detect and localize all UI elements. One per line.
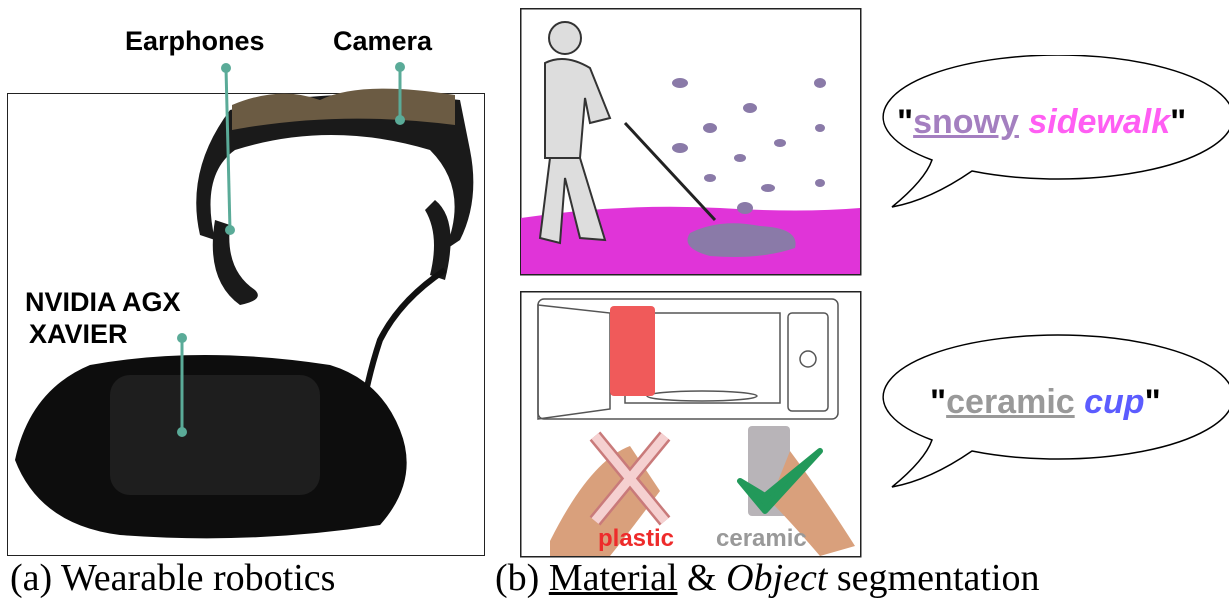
compute-label: NVIDIA AGX XAVIER: [25, 286, 181, 350]
caption-b-amp: &: [677, 557, 727, 599]
close-quote: ": [1170, 103, 1187, 141]
snowy-sidewalk-scene: [520, 8, 862, 276]
caption-b-object: Object: [726, 557, 828, 599]
material-word: ceramic: [946, 383, 1075, 421]
caption-a: (a) Wearable robotics: [10, 557, 336, 599]
snowflakes: [672, 78, 826, 214]
glasses-frame: [196, 94, 474, 250]
caption-b-suffix: segmentation: [827, 557, 1040, 599]
earphones-label: Earphones: [125, 26, 265, 56]
white-cane: [623, 121, 717, 222]
plastic-cup-hand: [550, 306, 671, 556]
ceramic-label: ceramic: [716, 525, 807, 552]
scene1-prompt: "snowy sidewalk": [897, 103, 1186, 142]
compute-label-line1: NVIDIA AGX: [25, 287, 181, 317]
plastic-label: plastic: [598, 525, 675, 552]
compute-label-line2: XAVIER: [29, 319, 128, 349]
ceramic-cup-hand: [737, 426, 855, 556]
earphone-right: [425, 200, 451, 280]
camera-label: Camera: [333, 26, 433, 56]
caption-b-prefix: (b): [495, 557, 549, 599]
microwave-cup-scene: [520, 291, 862, 558]
person-with-cane: [538, 21, 612, 245]
material-word: snowy: [913, 103, 1019, 141]
caption-b-material: Material: [548, 557, 678, 599]
object-word: cup: [1084, 383, 1145, 421]
caption-b: (b) Material & Object segmentation: [495, 556, 1040, 600]
earphones-callout-line: [224, 67, 232, 231]
earphone-left: [212, 220, 258, 305]
scene2-prompt: "ceramic cup": [930, 383, 1161, 422]
check-mark-icon: [737, 448, 823, 514]
wearable-photo: [7, 93, 485, 556]
open-quote: ": [930, 383, 947, 421]
speech-bubbles: [882, 55, 1229, 488]
close-quote: ": [1144, 383, 1161, 421]
snow-patch: [687, 223, 796, 257]
object-word: sidewalk: [1028, 103, 1171, 141]
open-quote: ": [897, 103, 914, 141]
wearable-device-illustration: [15, 62, 474, 539]
